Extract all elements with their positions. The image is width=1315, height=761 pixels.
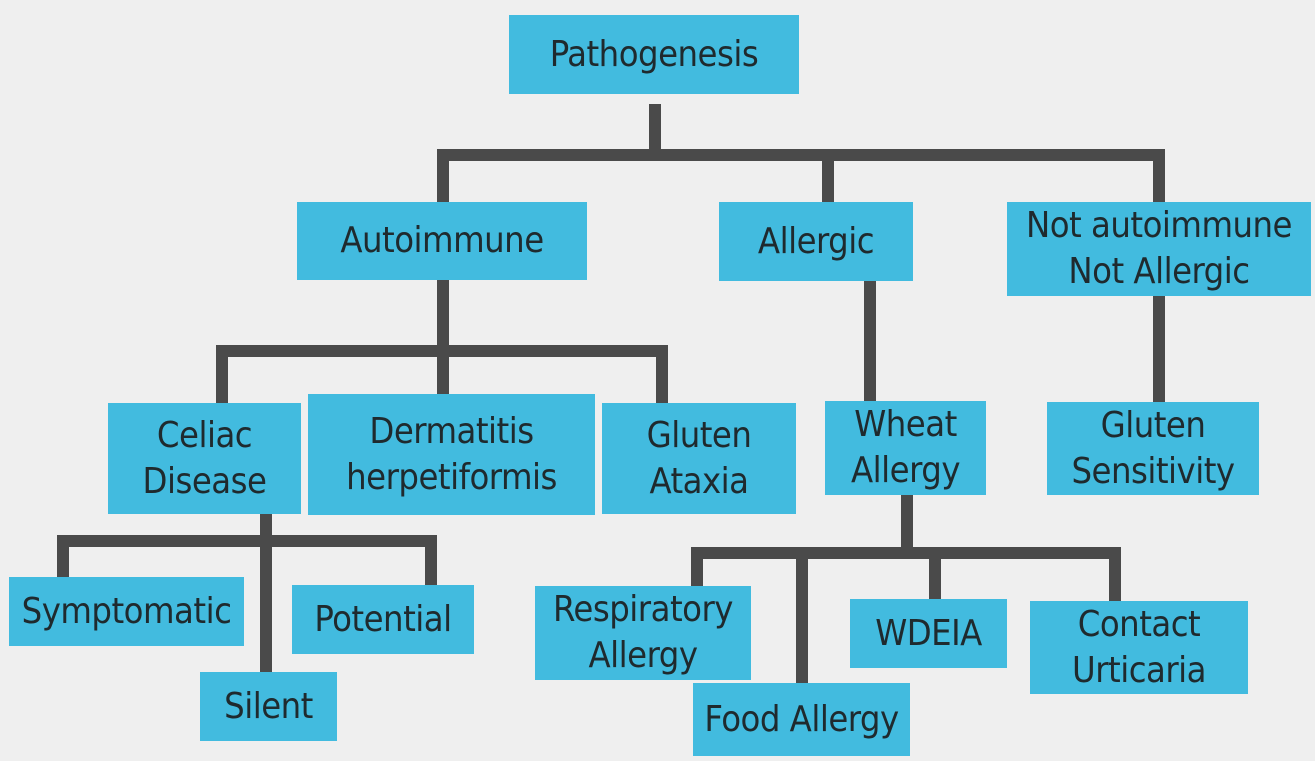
node-allergic: Allergic (719, 202, 913, 281)
node-label: Pathogenesis (549, 33, 759, 75)
connector (260, 514, 272, 672)
connector (864, 281, 876, 401)
node-label: Gluten (1100, 404, 1206, 446)
node-pathogenesis: Pathogenesis (509, 15, 799, 94)
connector (929, 547, 941, 599)
node-celiac-disease: Celiac Disease (108, 403, 301, 514)
connector (822, 149, 834, 203)
node-label: Respiratory (553, 589, 733, 630)
connector (1153, 296, 1165, 402)
node-label: Not Allergic (1068, 251, 1250, 292)
node-autoimmune: Autoimmune (297, 202, 587, 280)
node-label: Urticaria (1071, 649, 1207, 691)
connector (437, 345, 449, 395)
node-label: Ataxia (649, 460, 749, 502)
node-label: Not autoimmune (1026, 205, 1293, 246)
node-label: Gluten (646, 414, 752, 456)
node-not-autoimmune-not-allergic: Not autoimmune Not Allergic (1007, 202, 1311, 296)
node-food-allergy: Food Allergy (693, 683, 910, 756)
node-label: Autoimmune (340, 220, 544, 261)
node-dermatitis-herpetiformis: Dermatitis herpetiformis (308, 394, 595, 515)
node-label: WDEIA (875, 612, 982, 654)
node-label: Wheat (854, 404, 957, 445)
node-wheat-allergy: Wheat Allergy (825, 401, 986, 495)
node-label: Food Allergy (704, 698, 899, 740)
connector (1109, 547, 1121, 601)
connector (57, 535, 69, 578)
node-gluten-ataxia: Gluten Ataxia (602, 403, 796, 514)
node-label: Potential (314, 598, 452, 640)
connector (649, 104, 661, 160)
node-label: herpetiformis (346, 456, 557, 498)
node-label: Silent (224, 685, 313, 727)
connector (691, 547, 1121, 559)
connector (1153, 149, 1165, 203)
node-label: Allergic (757, 220, 875, 262)
node-label: Dermatitis (369, 410, 534, 452)
node-label: Sensitivity (1071, 450, 1235, 492)
node-label: Symptomatic (21, 590, 232, 632)
node-symptomatic: Symptomatic (9, 577, 244, 646)
connector (901, 495, 913, 557)
node-wdeia: WDEIA (850, 599, 1007, 668)
node-label: Celiac (156, 414, 253, 456)
node-gluten-sensitivity: Gluten Sensitivity (1047, 402, 1259, 495)
node-contact-urticaria: Contact Urticaria (1030, 601, 1248, 694)
node-silent: Silent (200, 672, 337, 741)
node-label: Allergy (851, 450, 960, 491)
connector (437, 149, 1165, 161)
node-label: Disease (142, 460, 267, 502)
connector (57, 535, 437, 547)
connector (437, 280, 449, 356)
connector (796, 547, 808, 683)
node-label: Allergy (588, 635, 698, 676)
node-respiratory-allergy: Respiratory Allergy (535, 586, 751, 680)
node-label: Contact (1077, 603, 1201, 645)
connector (691, 547, 703, 587)
node-potential: Potential (292, 585, 474, 654)
connector (437, 149, 449, 203)
connector (656, 345, 668, 403)
connector (425, 535, 437, 585)
connector (216, 345, 228, 403)
